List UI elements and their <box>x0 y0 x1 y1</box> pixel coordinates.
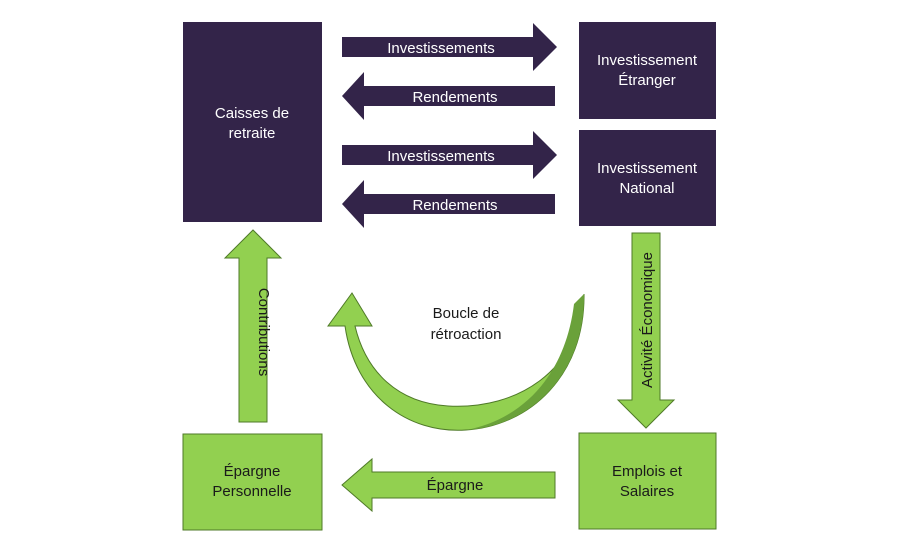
box-personal-savings: Épargne Personnelle <box>182 433 323 531</box>
box-foreign-investment: Investissement Étranger <box>579 22 716 119</box>
feedback-loop-label-line1: Boucle de <box>433 305 500 322</box>
arrow-economic-activity: Activité Économique <box>616 232 676 429</box>
box-national-investment-line1: Investissement <box>597 160 698 177</box>
box-personal-savings-line1: Épargne <box>224 463 281 480</box>
box-jobs-salaries-line1: Emplois et <box>612 463 683 480</box>
box-jobs-salaries: Emplois et Salaires <box>578 432 717 530</box>
feedback-loop-shading <box>466 294 585 430</box>
arrow-returns-foreign: Rendements <box>342 72 555 120</box>
arrow-investments-foreign-label: Investissements <box>387 40 495 57</box>
arrow-investments-national-label: Investissements <box>387 148 495 165</box>
arrow-returns-national-label: Rendements <box>412 197 497 214</box>
arrow-economic-activity-label: Activité Économique <box>639 252 656 388</box>
box-national-investment: Investissement National <box>579 130 716 226</box>
box-foreign-investment-line1: Investissement <box>597 52 698 69</box>
arrow-contributions: Contributions <box>223 229 283 423</box>
arrow-returns-national: Rendements <box>342 180 555 228</box>
arrow-investments-national: Investissements <box>342 131 557 179</box>
feedback-loop-arrow: Boucle de rétroaction <box>327 292 585 431</box>
box-pension-funds: Caisses de retraite <box>183 22 322 222</box>
box-jobs-salaries-line2: Salaires <box>620 483 674 500</box>
box-pension-funds-line1: Caisses de <box>215 105 289 122</box>
box-pension-funds-line2: retraite <box>229 125 276 142</box>
arrow-returns-foreign-label: Rendements <box>412 89 497 106</box>
box-national-investment-line2: National <box>619 180 674 197</box>
box-personal-savings-line2: Personnelle <box>212 483 291 500</box>
arrow-savings-label: Épargne <box>427 477 484 494</box>
box-foreign-investment-line2: Étranger <box>618 72 676 89</box>
arrow-savings: Épargne <box>341 457 556 513</box>
arrow-investments-foreign: Investissements <box>342 23 557 71</box>
feedback-loop-label-line2: rétroaction <box>431 326 502 343</box>
arrow-contributions-label: Contributions <box>255 288 272 376</box>
